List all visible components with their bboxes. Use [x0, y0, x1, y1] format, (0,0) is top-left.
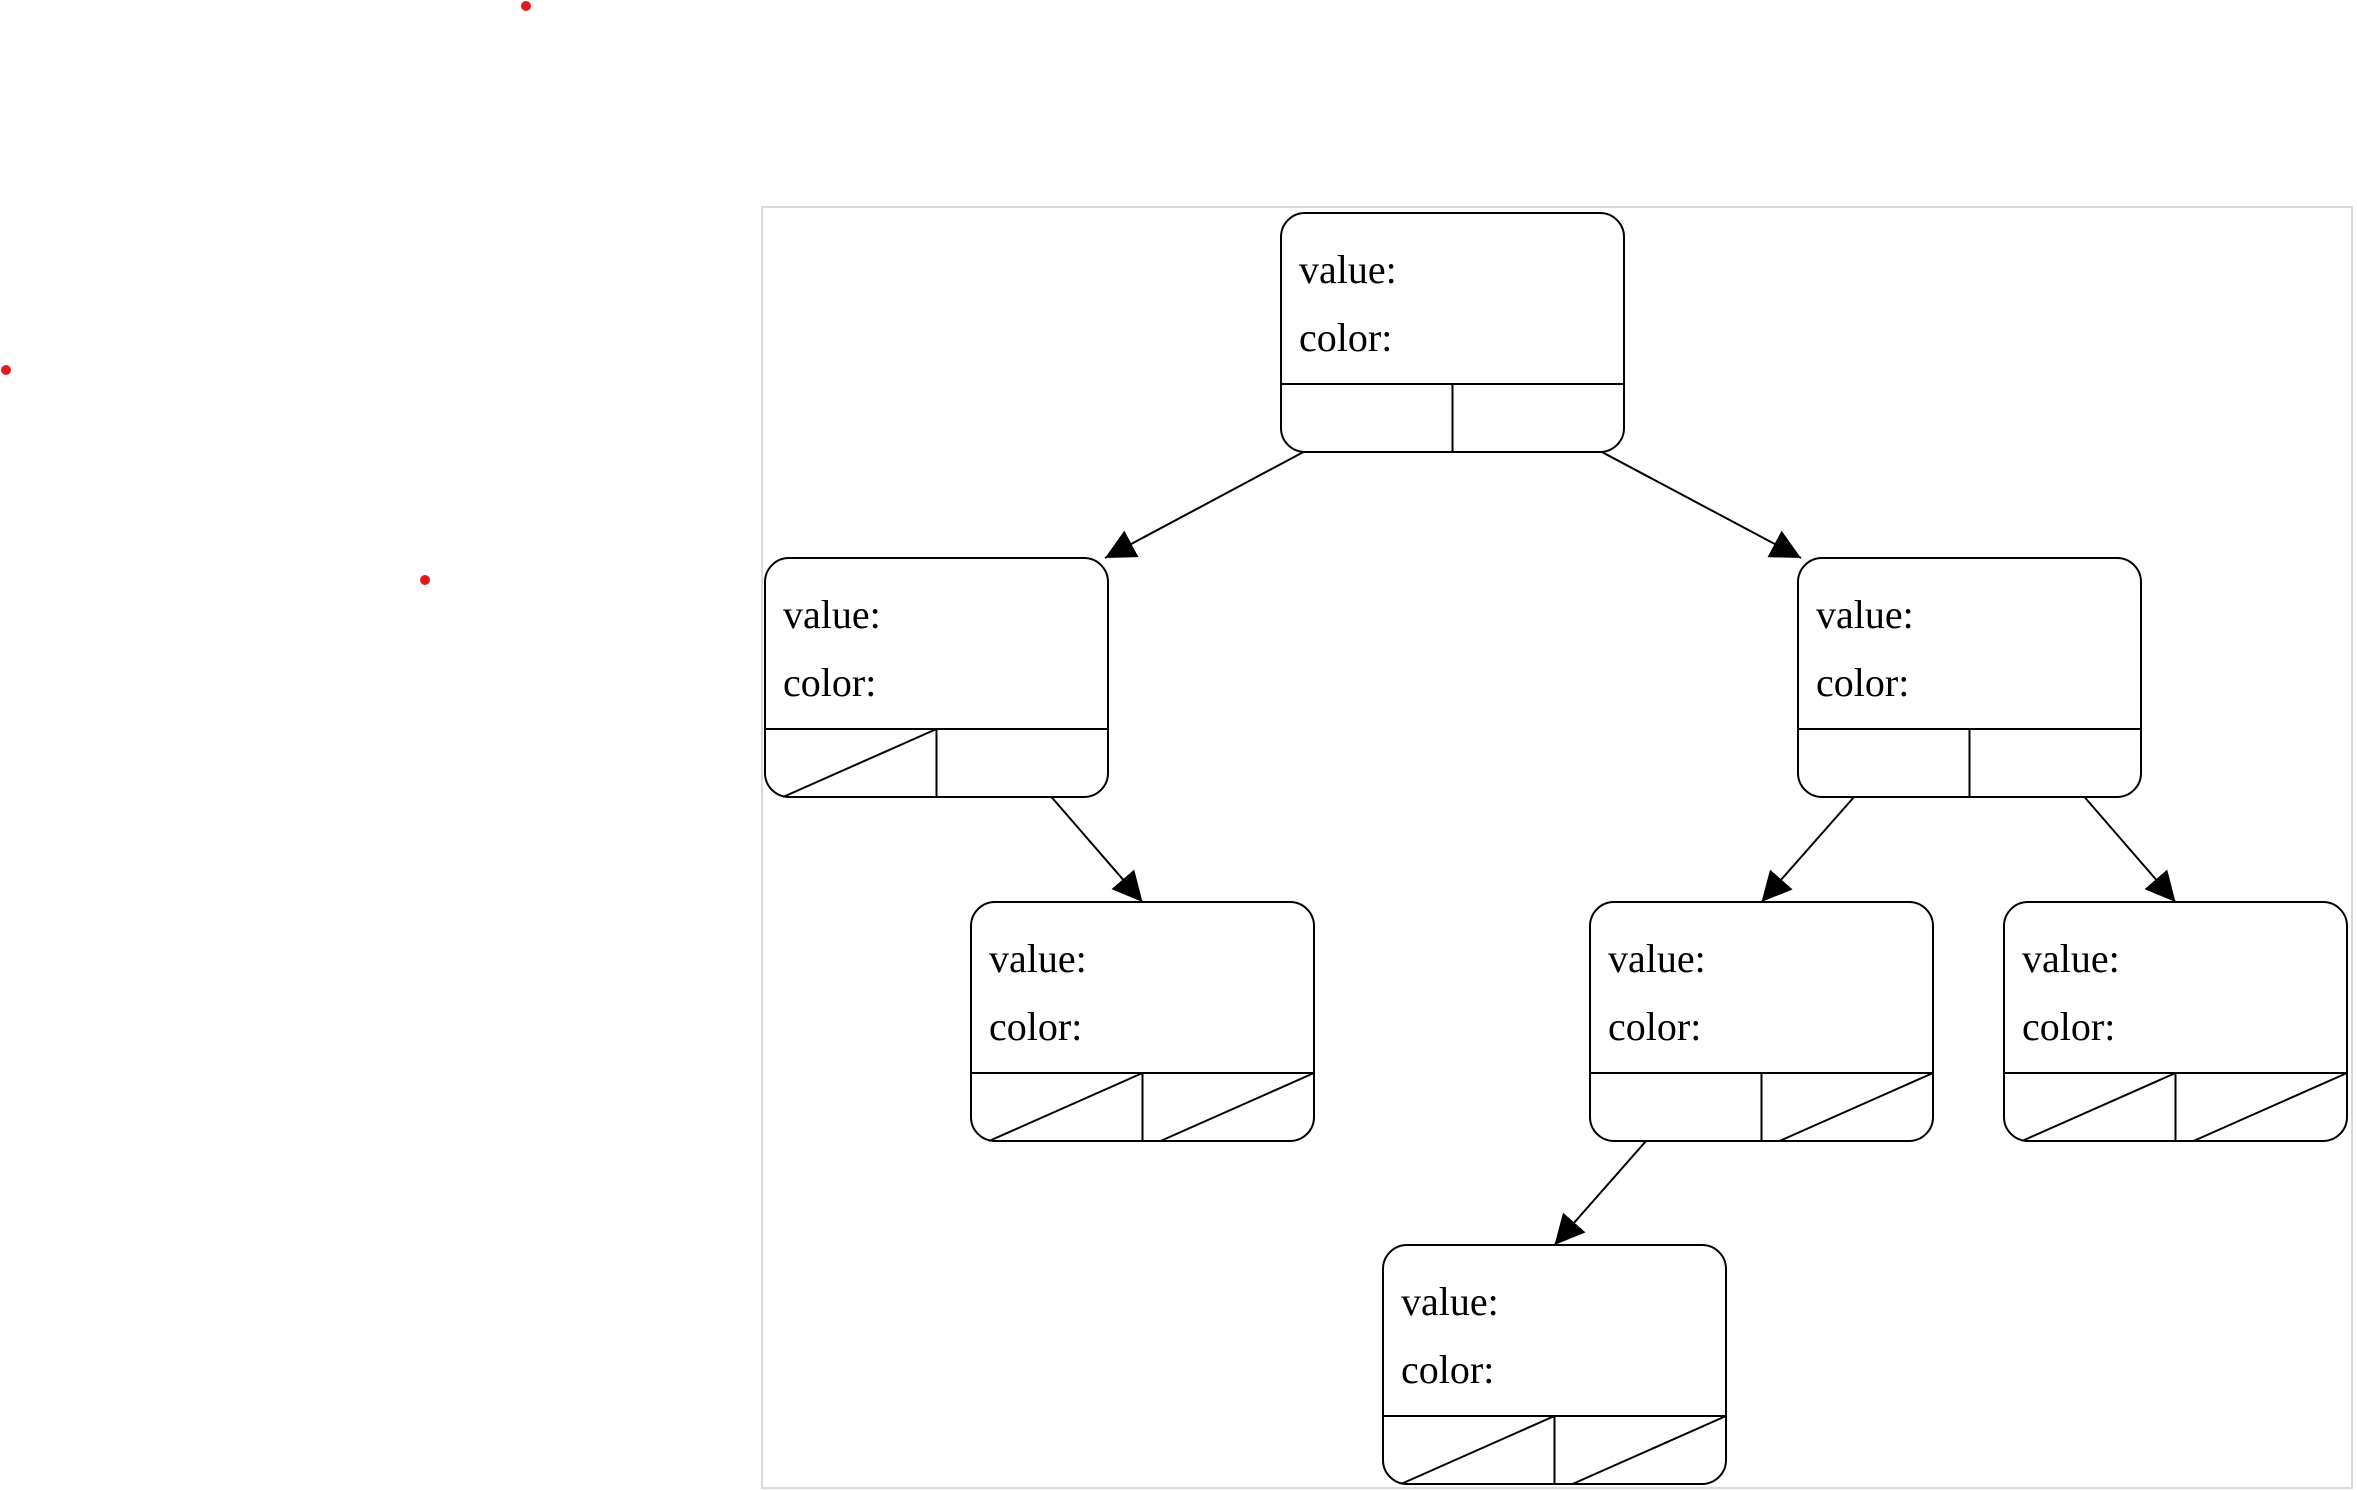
tree-node: value: color:	[1382, 1244, 1727, 1485]
value-label: value:	[989, 936, 1087, 981]
value-label: value:	[1608, 936, 1706, 981]
value-label: value:	[1299, 247, 1397, 292]
color-label: color:	[1608, 1004, 1701, 1049]
color-label: color:	[2022, 1004, 2115, 1049]
right-null-slash	[1779, 1072, 1934, 1142]
tree-node: value: color:	[1280, 212, 1625, 453]
color-label: color:	[783, 660, 876, 705]
diagram-frame	[761, 206, 2353, 1489]
tree-node: value: color:	[1589, 901, 1934, 1142]
value-label: value:	[1816, 592, 1914, 637]
color-label: color:	[989, 1004, 1082, 1049]
color-label: color:	[1299, 315, 1392, 360]
red-marker-dot	[420, 575, 430, 585]
left-null-slash	[1400, 1415, 1555, 1485]
red-marker-dot	[1, 365, 11, 375]
right-null-slash	[2193, 1072, 2348, 1142]
value-label: value:	[2022, 936, 2120, 981]
value-label: value:	[1401, 1279, 1499, 1324]
tree-node: value: color:	[764, 557, 1109, 798]
left-null-slash	[2021, 1072, 2176, 1142]
right-null-slash	[1572, 1415, 1727, 1485]
red-marker-dot	[521, 1, 531, 11]
color-label: color:	[1816, 660, 1909, 705]
tree-node: value: color:	[2003, 901, 2348, 1142]
color-label: color:	[1401, 1347, 1494, 1392]
left-null-slash	[782, 728, 937, 798]
right-null-slash	[1160, 1072, 1315, 1142]
tree-node: value: color:	[970, 901, 1315, 1142]
value-label: value:	[783, 592, 881, 637]
left-null-slash	[988, 1072, 1143, 1142]
tree-node: value: color:	[1797, 557, 2142, 798]
